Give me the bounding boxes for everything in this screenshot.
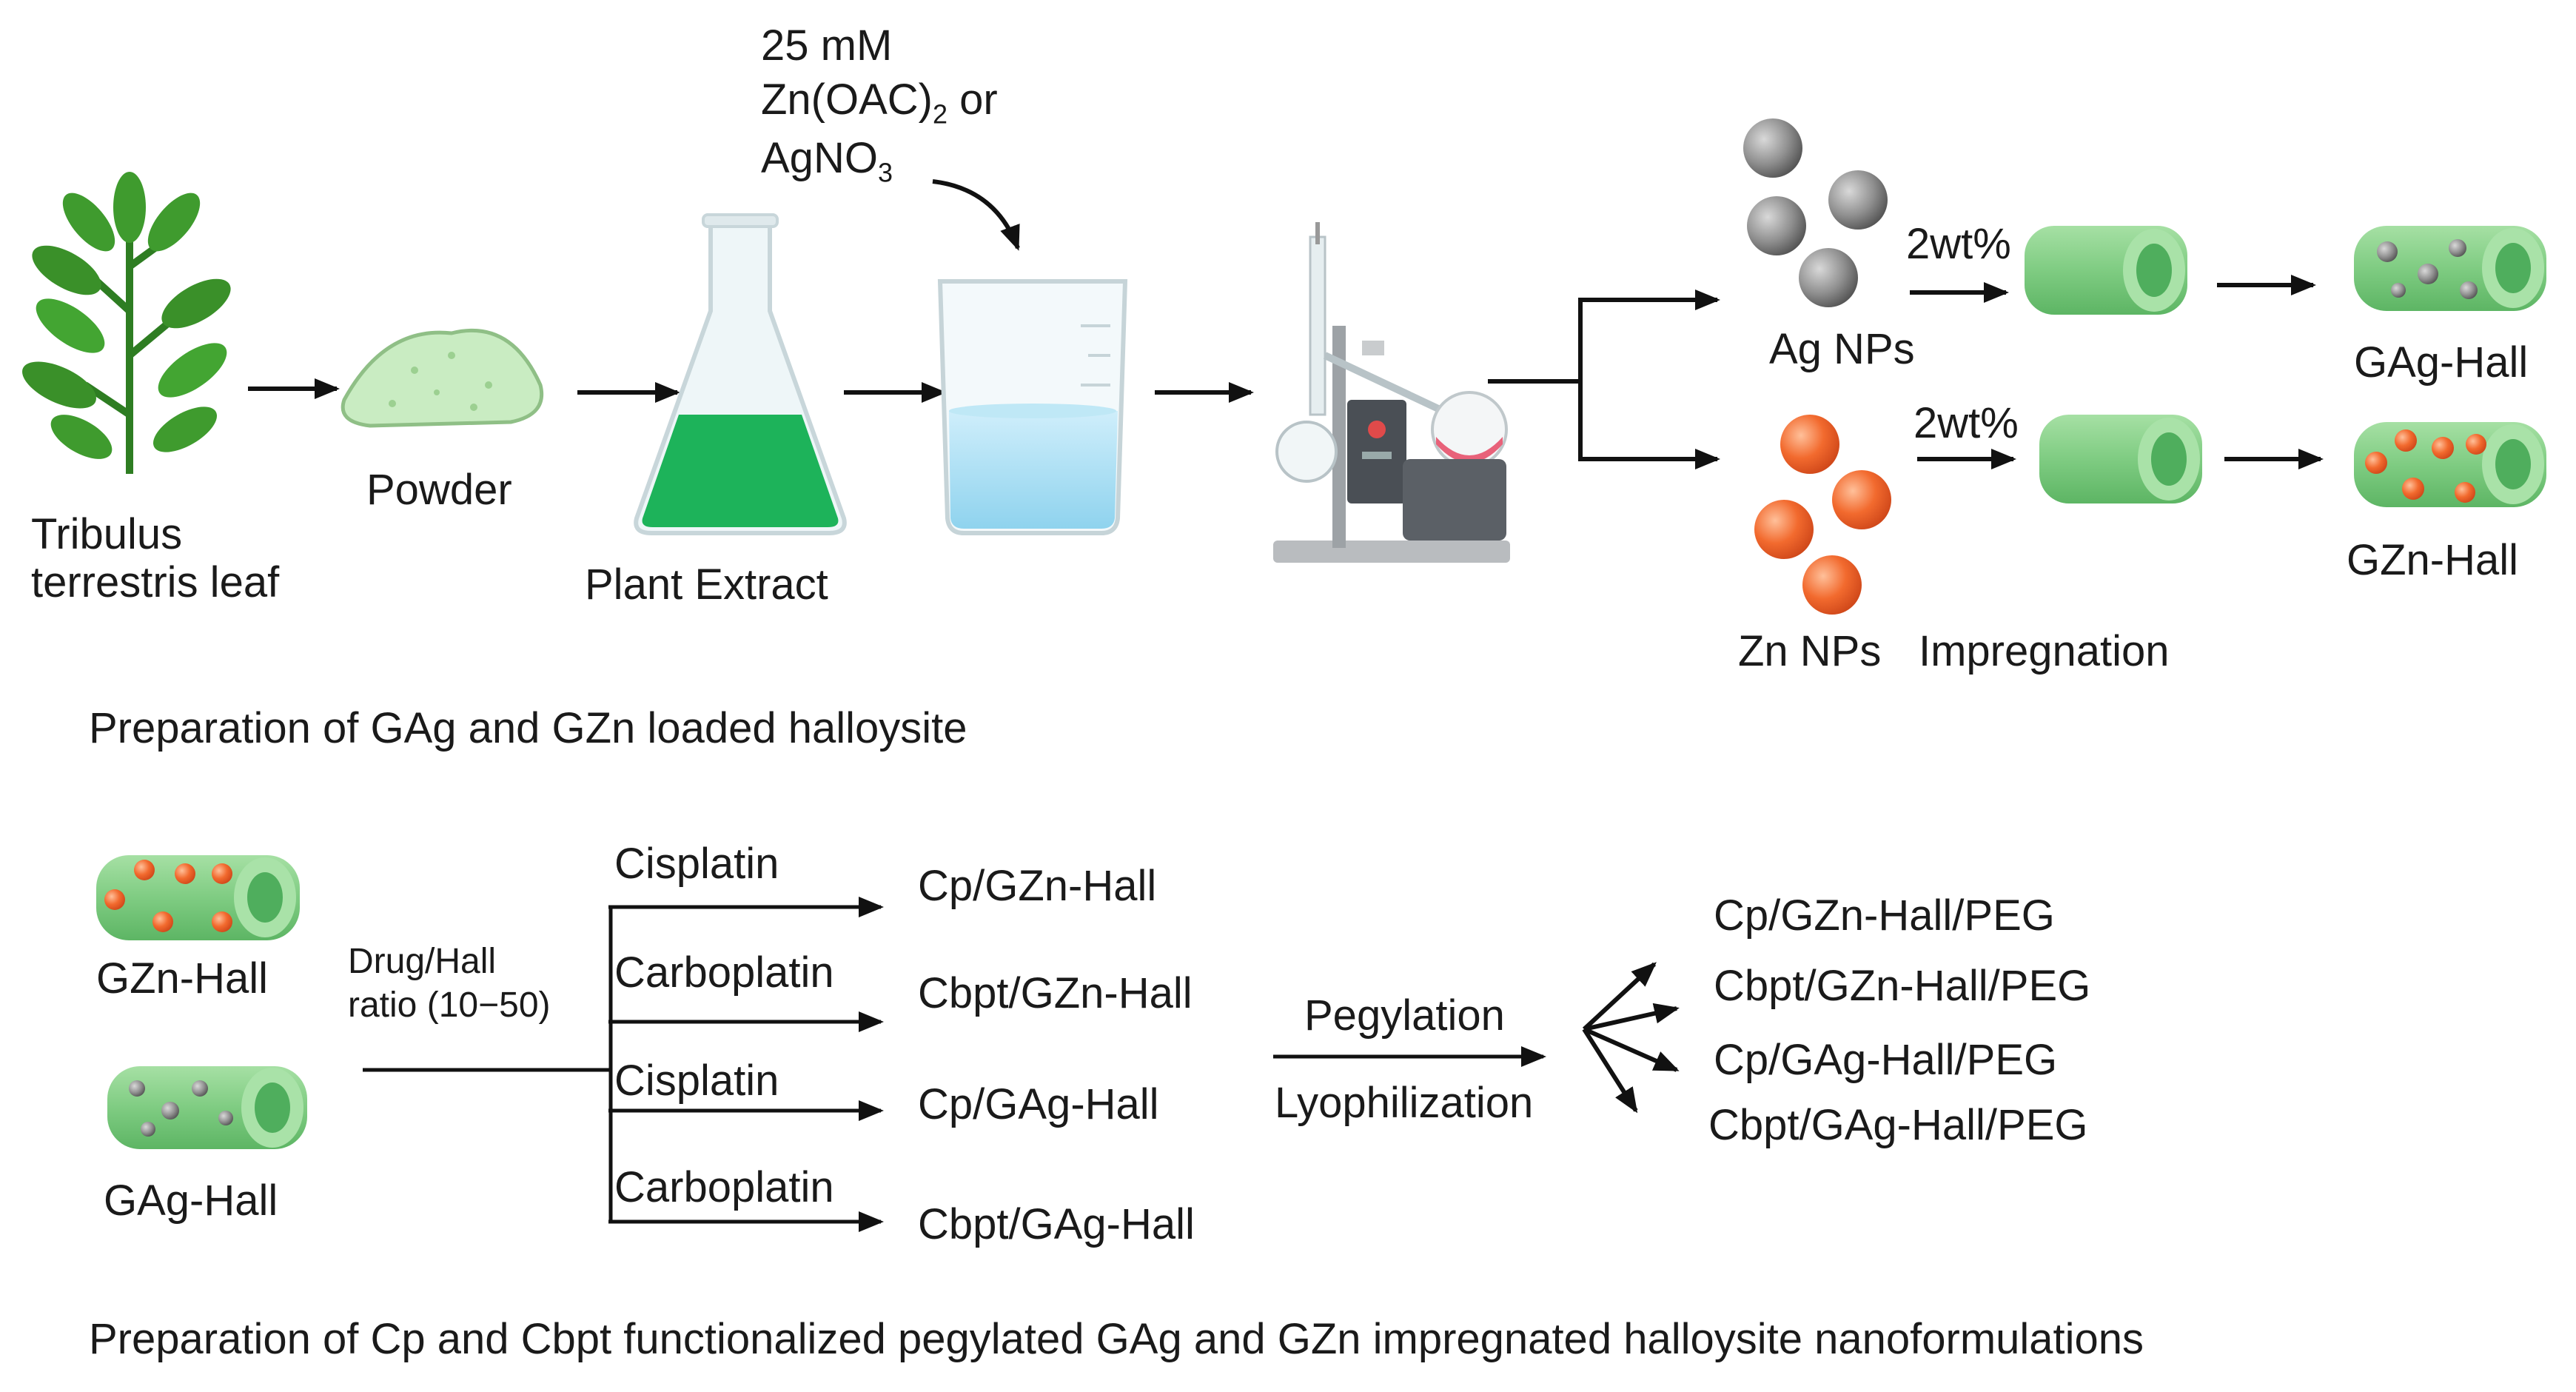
branch-label: Carboplatin <box>614 1163 834 1211</box>
ratio-label-line1: Drug/Hall <box>348 942 497 981</box>
plant-leaf-icon <box>22 172 231 474</box>
flask-icon <box>634 213 847 535</box>
wt-zn-label: 2wt% <box>1913 399 2019 447</box>
powder-label: Powder <box>366 466 512 514</box>
reagent-curved-arrow <box>932 179 1020 251</box>
bottom-gag-hall-label: GAg-Hall <box>104 1177 278 1225</box>
zn-nanoparticles-icon <box>1754 415 1891 615</box>
bottom-caption: Preparation of Cp and Cbpt functionalize… <box>89 1315 2144 1363</box>
powder-icon <box>341 328 544 428</box>
leaf-label-line1: Tribulus <box>31 510 183 558</box>
reagent-silver-nitrate: AgNO3 <box>761 131 998 190</box>
rotary-evaporator-icon <box>1273 222 1510 563</box>
zn-nps-label: Zn NPs <box>1738 627 1882 675</box>
reagent-zinc-acetate: Zn(OAC)2 or <box>761 73 998 131</box>
branch-connector <box>363 897 884 1232</box>
top-caption: Preparation of GAg and GZn loaded halloy… <box>89 704 967 752</box>
product-label: Cbpt/GAg-Hall <box>918 1200 1195 1248</box>
product-label: Cbpt/GZn-Hall <box>918 969 1193 1017</box>
reagent-concentration: 25 mM <box>761 21 893 70</box>
leaf-label: Tribulus terrestris leaf <box>31 510 280 607</box>
fan-out-arrows <box>1582 962 1680 1114</box>
leaf-label-line2: terrestris leaf <box>31 558 280 606</box>
halloysite-tube-icon <box>2025 226 2187 315</box>
impregnation-label: Impregnation <box>1919 627 2170 675</box>
final-product-label: Cbpt/GAg-Hall/PEG <box>1708 1101 2088 1149</box>
reagent-silver-text: AgNO <box>761 134 878 183</box>
split-connector <box>1488 290 1720 469</box>
product-label: Cp/GZn-Hall <box>918 862 1157 910</box>
reagent-silver-subscript: 3 <box>877 157 893 188</box>
pegylation-label: Pegylation <box>1304 991 1505 1040</box>
gag-hall-label: GAg-Hall <box>2354 338 2529 387</box>
gag-hall-tube-icon <box>2354 226 2546 311</box>
reagent-zinc-subscript: 2 <box>933 98 948 130</box>
branch-label: Cisplatin <box>614 1057 779 1105</box>
gzn-hall-tube-icon <box>96 855 300 940</box>
ag-nanoparticles-icon <box>1743 118 1888 307</box>
final-product-label: Cp/GZn-Hall/PEG <box>1714 891 2055 940</box>
branch-label: Carboplatin <box>614 948 834 997</box>
gzn-hall-label: GZn-Hall <box>2347 536 2519 584</box>
plant-extract-label: Plant Extract <box>585 561 828 609</box>
branch-label: Cisplatin <box>614 840 779 888</box>
bottom-gzn-hall-label: GZn-Hall <box>96 954 269 1003</box>
halloysite-tube-icon <box>2039 415 2202 503</box>
final-product-label: Cbpt/GZn-Hall/PEG <box>1714 962 2091 1010</box>
beaker-icon <box>937 279 1128 535</box>
ratio-label: Drug/Hall ratio (10−50) <box>348 940 551 1027</box>
lyophilization-label: Lyophilization <box>1275 1079 1534 1127</box>
ratio-label-line2: ratio (10−50) <box>348 985 551 1025</box>
ag-nps-label: Ag NPs <box>1769 325 1915 373</box>
wt-ag-label: 2wt% <box>1906 220 2011 268</box>
final-product-label: Cp/GAg-Hall/PEG <box>1714 1036 2058 1084</box>
gzn-hall-tube-icon <box>2354 422 2546 507</box>
reagent-or-text: or <box>947 76 998 124</box>
reagent-label: 25 mM Zn(OAC)2 or AgNO3 <box>761 19 998 190</box>
product-label: Cp/GAg-Hall <box>918 1080 1159 1128</box>
reagent-zinc-text: Zn(OAC) <box>761 76 933 124</box>
gag-hall-tube-icon <box>107 1066 307 1149</box>
